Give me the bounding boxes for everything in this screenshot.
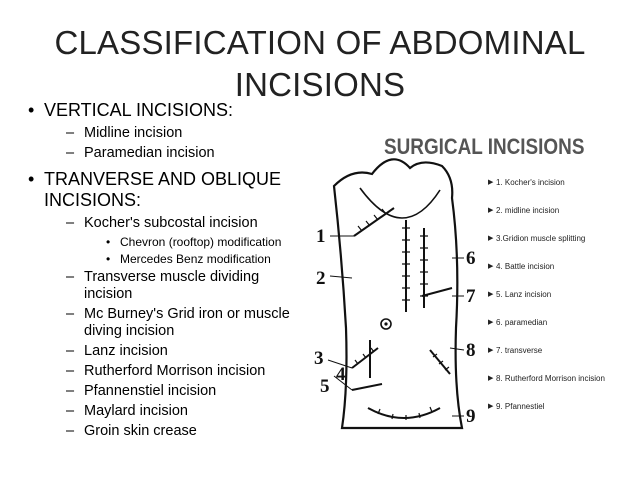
section-transverse-heading: TRANVERSE AND OBLIQUE INCISIONS: [28,169,305,211]
list-item: Pfannenstiel incision [30,383,305,400]
list-item: Lanz incision [30,343,305,360]
legend-item: ▶5. Lanz incision [488,290,552,299]
figure-title: SURGICAL INCISIONS [384,134,585,159]
marker-number: 8 [466,340,476,361]
legend-item: ▶8. Rutherford Morrison incision [488,374,605,383]
surgical-incisions-figure: SURGICAL INCISIONS [312,128,622,458]
arrow-right-icon: ▶ [488,179,494,186]
list-item: Mc Burney's Grid iron or muscle diving i… [30,306,305,340]
arrow-right-icon: ▶ [488,403,494,410]
figure-legend: ▶1. Kocher's incision ▶2. midline incisi… [488,178,622,430]
list-item: Kocher's subcostal incision [30,215,305,232]
incision-classification-list: VERTICAL INCISIONS: Midline incision Par… [28,100,305,443]
marker-number: 7 [466,286,476,307]
legend-item: ▶2. midline incision [488,206,560,215]
slide-title: CLASSIFICATION OF ABDOMINAL INCISIONS [54,24,586,103]
legend-item: ▶6. paramedian [488,318,548,327]
legend-item: ▶3.Gridion muscle splitting [488,234,586,243]
marker-number: 6 [466,248,476,269]
legend-item: ▶1. Kocher's incision [488,178,565,187]
section-vertical-heading: VERTICAL INCISIONS: [28,100,305,121]
arrow-right-icon: ▶ [488,375,494,382]
arrow-right-icon: ▶ [488,319,494,326]
legend-item: ▶7. transverse [488,346,543,355]
list-item: Groin skin crease [30,423,305,440]
list-item: Maylard incision [30,403,305,420]
arrow-right-icon: ▶ [488,263,494,270]
sub-list-item: Chevron (rooftop) modification [30,235,305,249]
marker-number: 4 [336,364,346,385]
torso-diagram: 1 2 3 4 5 6 7 8 9 [314,158,476,430]
list-item: Midline incision [30,125,305,142]
list-item: Paramedian incision [30,145,305,162]
arrow-right-icon: ▶ [488,207,494,214]
marker-number: 9 [466,406,476,427]
marker-number: 2 [316,268,326,289]
marker-number: 3 [314,348,324,369]
legend-item: ▶9. Pfannestiel [488,402,545,411]
list-item: Transverse muscle dividing incision [30,269,305,303]
arrow-right-icon: ▶ [488,235,494,242]
legend-item: ▶4. Battle incision [488,262,555,271]
marker-number: 1 [316,226,326,247]
arrow-right-icon: ▶ [488,347,494,354]
arrow-right-icon: ▶ [488,291,494,298]
sub-list-item: Mercedes Benz modification [30,252,305,266]
marker-number: 5 [320,376,330,397]
list-item: Rutherford Morrison incision [30,363,305,380]
